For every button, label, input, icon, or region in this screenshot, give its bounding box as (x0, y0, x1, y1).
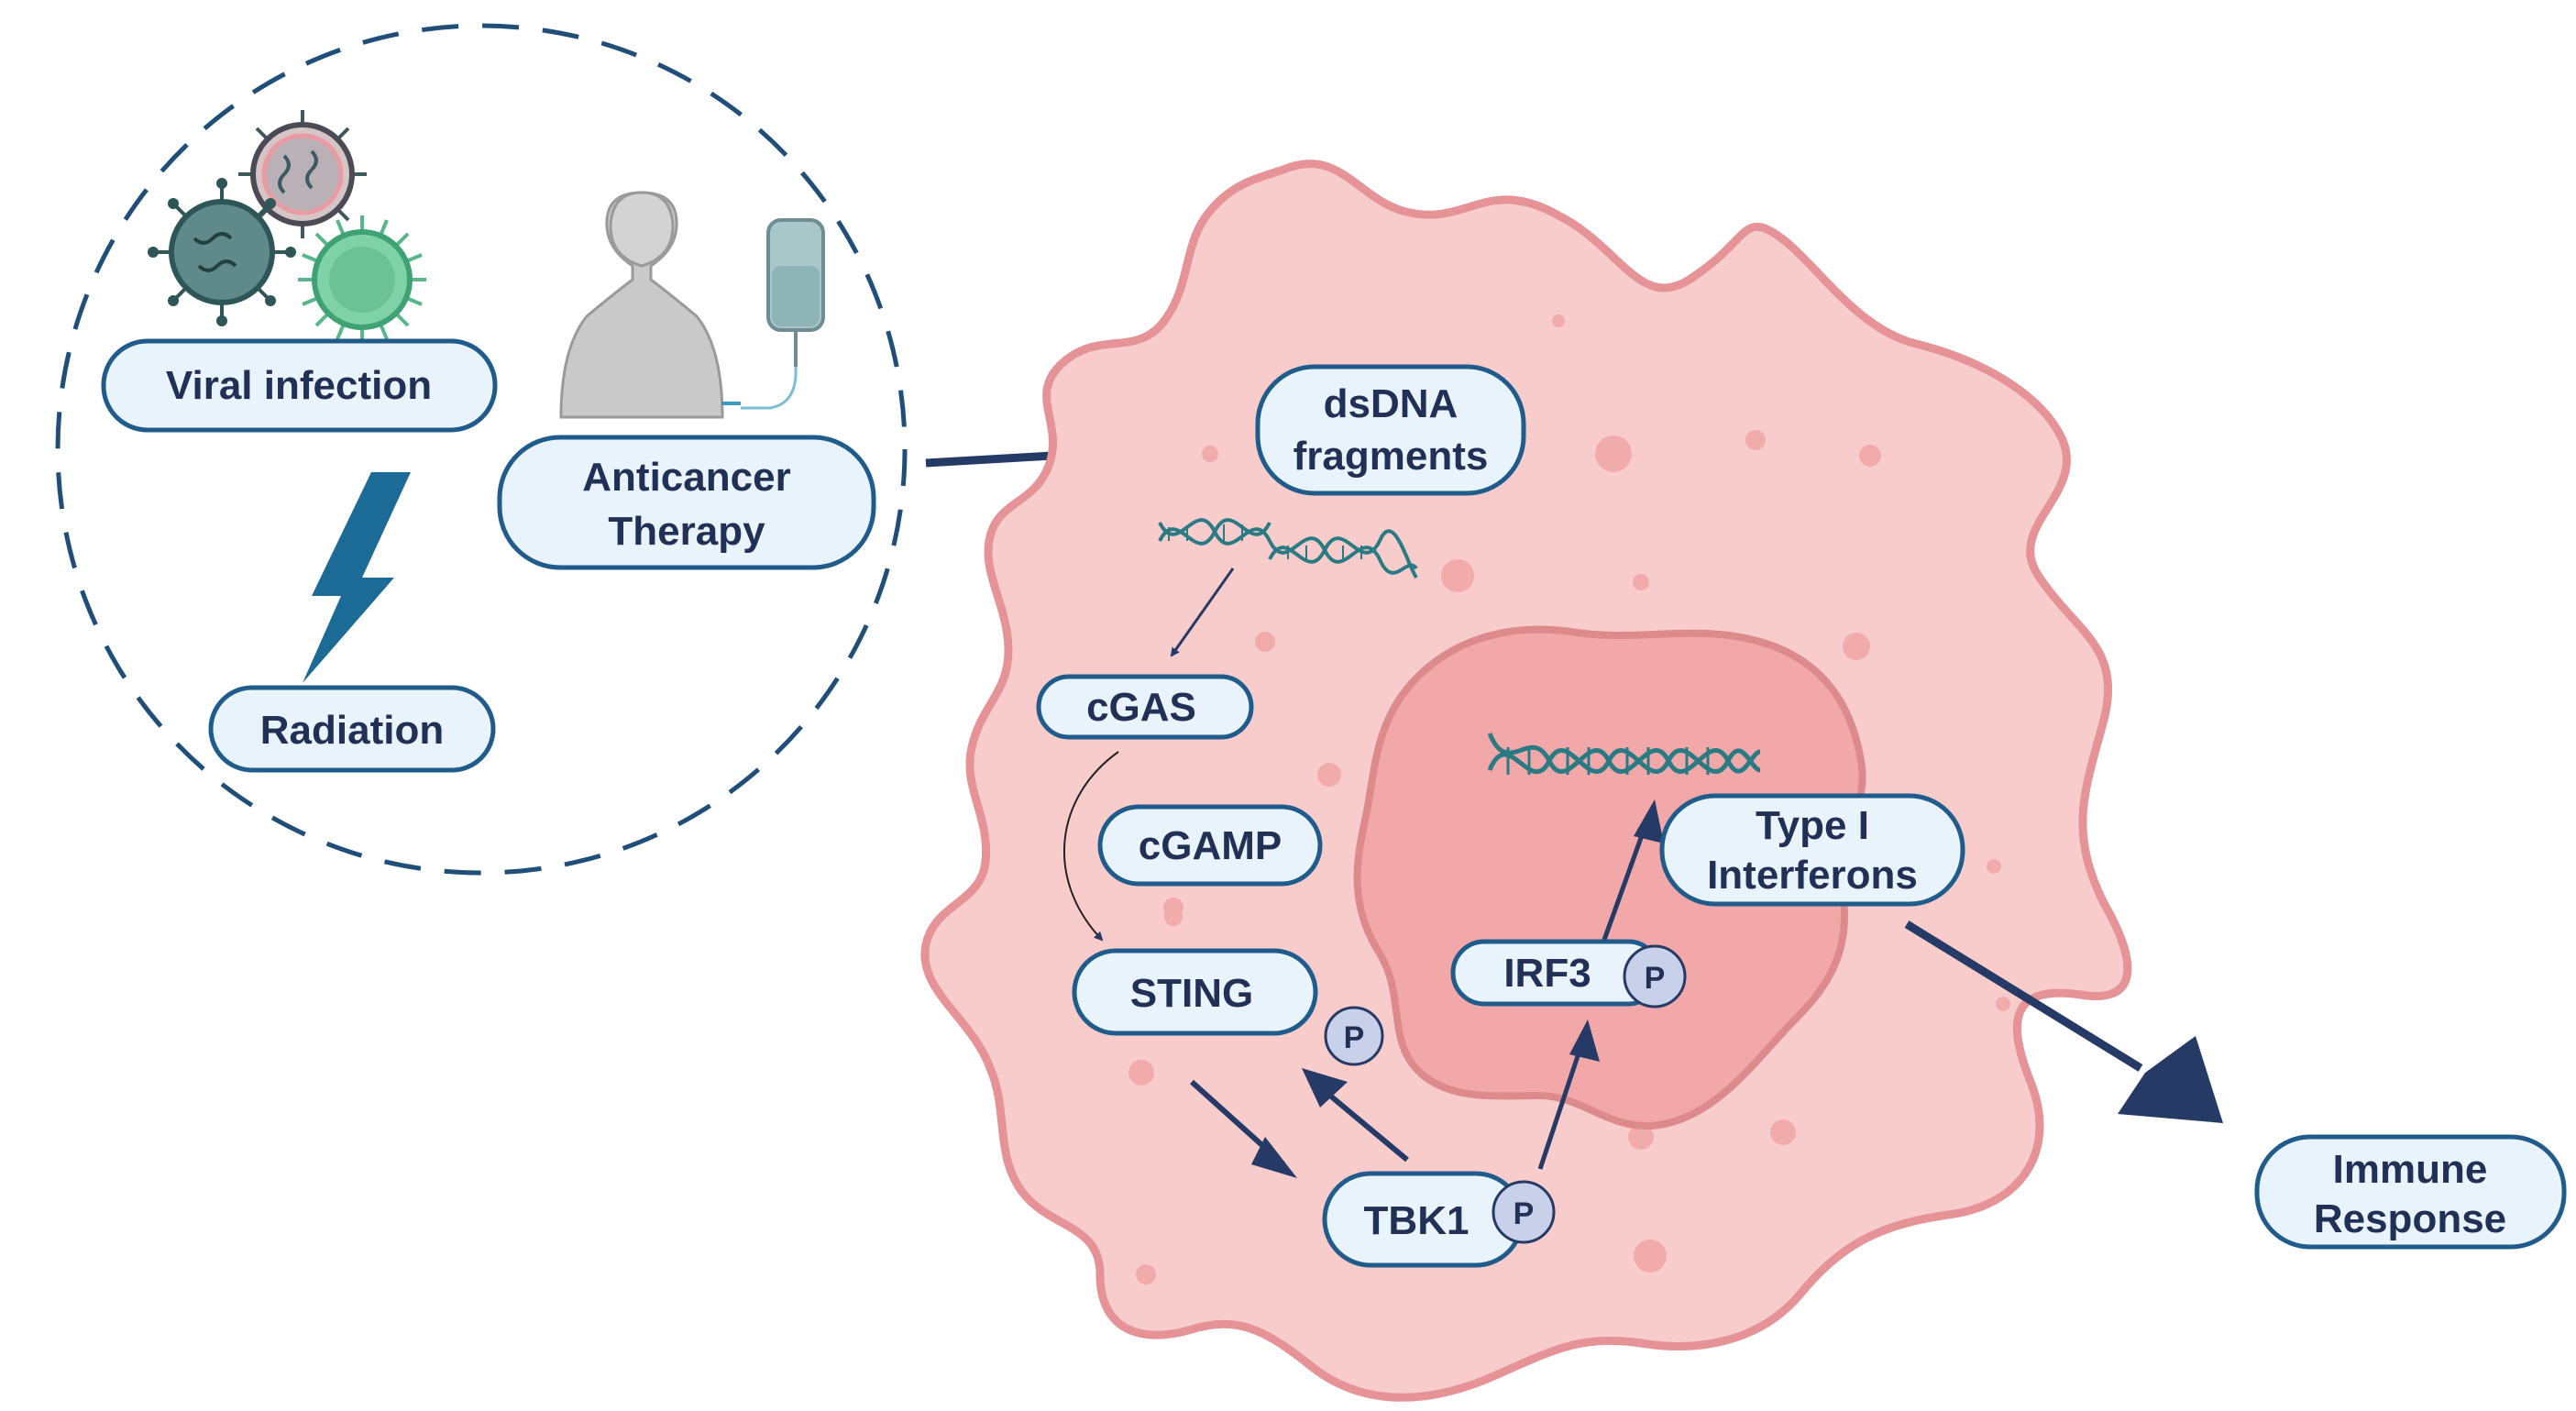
irf3-phospho-label: P (1645, 961, 1666, 996)
output-arrow (1904, 920, 2223, 1123)
anticancer-label-line1: Anticancer (582, 455, 790, 500)
radiation-label: Radiation (260, 708, 444, 753)
arrow-cgas-to-sting (1063, 751, 1119, 942)
phosphate-icon: P (1623, 944, 1687, 1009)
triggers-group: Viral infection Anticancer Therapy Radia… (55, 23, 908, 876)
virus-icon (148, 178, 296, 326)
cgamp-label: cGAMP (1139, 823, 1282, 868)
irf3-label: IRF3 (1503, 951, 1591, 996)
tbk1-phospho-label: P (1514, 1196, 1535, 1231)
patient-icon (559, 191, 741, 419)
sting-phospho-label: P (1344, 1020, 1365, 1055)
vesicles (1128, 314, 2010, 1284)
dsdna-label-line1: dsDNA (1324, 381, 1459, 426)
anticancer-therapy-pill: Anticancer Therapy (497, 435, 876, 570)
virus-icon (298, 215, 426, 344)
immune-label-line1: Immune (2333, 1147, 2488, 1192)
viral-infection-label: Viral infection (166, 363, 432, 408)
dsdna-fragments-pill: dsDNA fragments (1255, 364, 1526, 496)
arrow-irf3-to-dna (1602, 824, 1648, 941)
cgas-pill: cGAS (1036, 674, 1254, 740)
arrow-tbk1-to-irf3 (1537, 1044, 1584, 1170)
cgamp-pill: cGAMP (1097, 804, 1323, 887)
immune-label-line2: Response (2314, 1196, 2506, 1241)
pathway-arrows (1063, 568, 1664, 1178)
cgas-label: cGAS (1086, 685, 1196, 730)
dsdna-label-line2: fragments (1294, 434, 1489, 479)
dna-helix-icon (1158, 518, 1418, 579)
sting-label: STING (1130, 971, 1253, 1016)
radiation-pill: Radiation (208, 685, 496, 773)
lightning-icon (303, 472, 411, 683)
ifn-label-line1: Type I (1756, 803, 1869, 848)
dna-helix-icon (1487, 733, 1761, 775)
tbk1-label: TBK1 (1364, 1198, 1470, 1243)
sting-pill: STING (1072, 948, 1318, 1036)
virus-icon (238, 110, 367, 238)
triggers-dashed-circle (55, 23, 908, 876)
viral-infection-pill: Viral infection (101, 338, 498, 433)
cell: dsDNA fragments cGAS cGAMP STING P TBK1 … (920, 160, 2132, 1402)
arrow-dna-to-cgas (1170, 568, 1235, 657)
phosphate-icon: P (1492, 1180, 1556, 1244)
anticancer-label-line2: Therapy (608, 509, 765, 554)
immune-response-pill: Immune Response (2254, 1134, 2567, 1250)
type-i-interferons-pill: Type I Interferons (1659, 793, 1965, 907)
irf3-pill: IRF3 (1450, 939, 1662, 1007)
iv-bag-icon (741, 218, 825, 410)
arrow-tbk1-to-sting-p (1323, 1088, 1409, 1163)
phosphate-icon: P (1324, 1006, 1384, 1066)
tbk1-pill: TBK1 (1322, 1171, 1525, 1268)
ifn-label-line2: Interferons (1707, 853, 1918, 898)
